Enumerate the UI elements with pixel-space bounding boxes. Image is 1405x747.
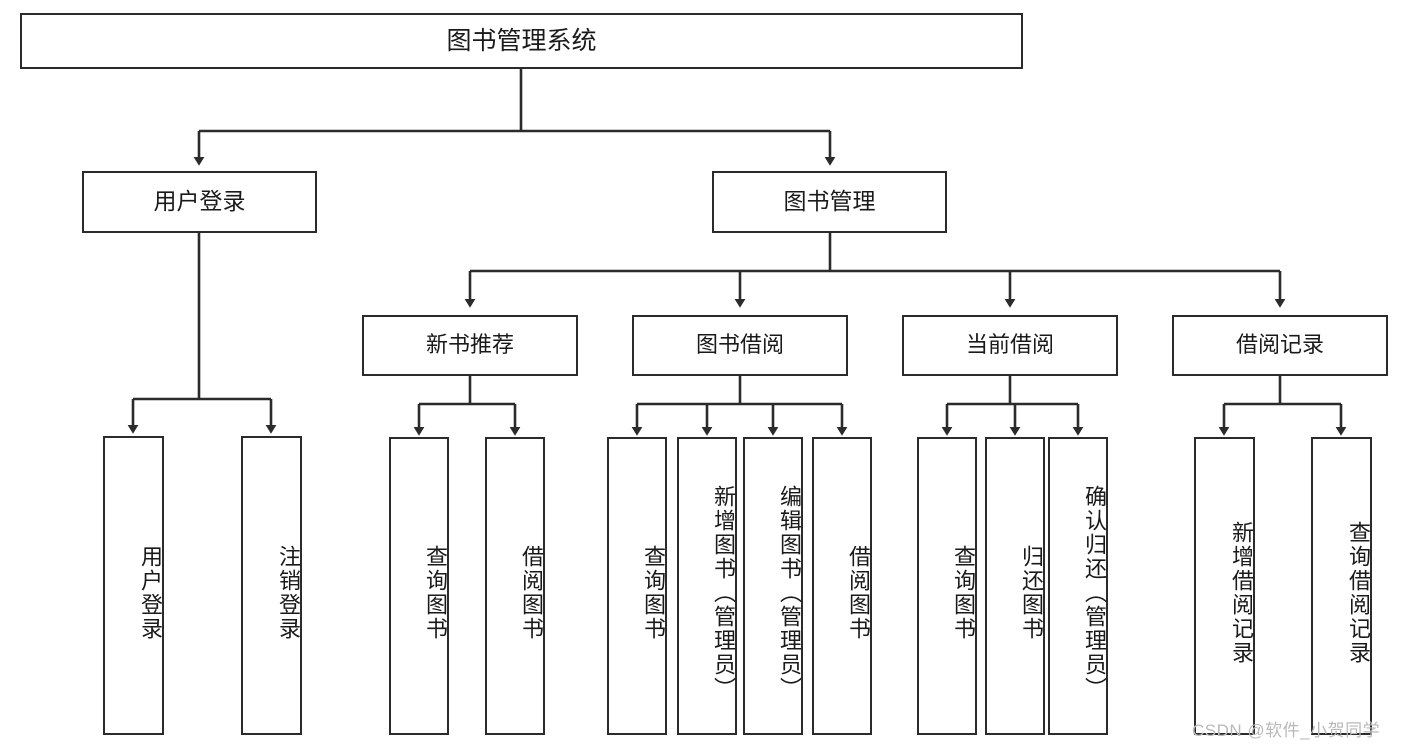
node-borrow-record[interactable]: 借阅记录 xyxy=(1172,315,1388,376)
leaf-borrow-record-add-record[interactable]: 新增借阅记录 xyxy=(1194,437,1255,735)
node-label: 用户登录 xyxy=(138,544,163,641)
node-label: 新增图书（管理员） xyxy=(711,485,736,701)
node-label: 图书管理系统 xyxy=(446,27,597,55)
node-user-login[interactable]: 用户登录 xyxy=(82,171,317,233)
leaf-book-borrow-edit-book-admin[interactable]: 编辑图书（管理员） xyxy=(743,437,803,735)
leaf-new-book-borrow-book[interactable]: 借阅图书 xyxy=(485,437,545,735)
leaf-current-borrow-confirm-return-admin[interactable]: 确认归还（管理员） xyxy=(1048,437,1108,735)
csdn-watermark: CSDN @软件_小贺同学 xyxy=(1192,721,1381,740)
leaf-current-borrow-query-book[interactable]: 查询图书 xyxy=(917,437,977,735)
node-label: 图书借阅 xyxy=(695,332,784,358)
node-label: 当前借阅 xyxy=(965,332,1054,358)
node-label: 注销登录 xyxy=(276,544,301,641)
node-new-book-recommend[interactable]: 新书推荐 xyxy=(362,315,578,376)
node-current-borrow[interactable]: 当前借阅 xyxy=(902,315,1118,376)
node-label: 查询图书 xyxy=(423,545,448,641)
node-label: 借阅图书 xyxy=(846,545,871,641)
node-label: 编辑图书（管理员） xyxy=(777,485,802,701)
leaf-user-login-login[interactable]: 用户登录 xyxy=(103,436,164,735)
leaf-new-book-query-book[interactable]: 查询图书 xyxy=(389,437,449,735)
node-label: 确认归还（管理员） xyxy=(1082,485,1107,701)
node-label: 查询图书 xyxy=(641,545,666,641)
node-label: 查询借阅记录 xyxy=(1346,521,1371,665)
node-label: 归还图书 xyxy=(1019,545,1044,641)
node-root-book-management-system[interactable]: 图书管理系统 xyxy=(20,13,1023,69)
node-book-borrow[interactable]: 图书借阅 xyxy=(632,315,848,376)
node-label: 新增借阅记录 xyxy=(1229,521,1254,665)
leaf-book-borrow-borrow-book[interactable]: 借阅图书 xyxy=(812,437,872,735)
leaf-book-borrow-add-book-admin[interactable]: 新增图书（管理员） xyxy=(677,437,737,735)
leaf-user-login-logout[interactable]: 注销登录 xyxy=(241,436,302,735)
node-book-management[interactable]: 图书管理 xyxy=(712,171,947,233)
node-label: 新书推荐 xyxy=(425,332,514,358)
node-label: 借阅记录 xyxy=(1235,332,1324,358)
node-label: 图书管理 xyxy=(783,188,876,215)
node-label: 查询图书 xyxy=(951,545,976,641)
leaf-book-borrow-query-book[interactable]: 查询图书 xyxy=(607,437,667,735)
node-label: 用户登录 xyxy=(153,188,246,215)
leaf-current-borrow-return-book[interactable]: 归还图书 xyxy=(985,437,1045,735)
node-label: 借阅图书 xyxy=(519,545,544,641)
leaf-borrow-record-query-record[interactable]: 查询借阅记录 xyxy=(1311,437,1372,735)
